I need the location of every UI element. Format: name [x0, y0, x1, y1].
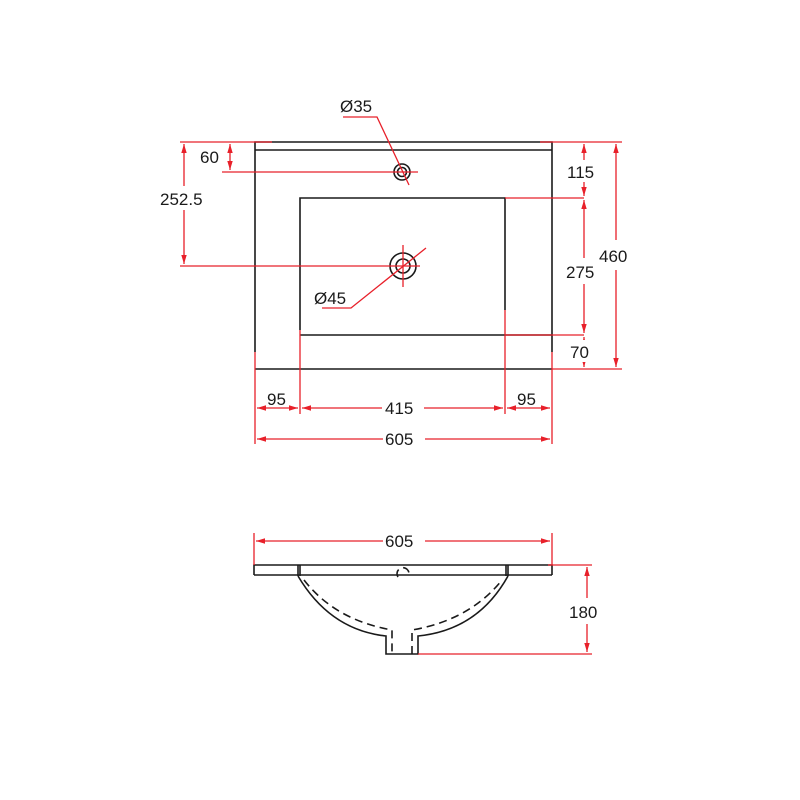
bowl-depth-label: 275 [566, 263, 594, 282]
drain-offset-label: 252.5 [160, 190, 203, 209]
overall-width-label: 605 [385, 430, 413, 449]
countertop-slab [253, 564, 553, 575]
front-margin-label: 70 [570, 343, 589, 362]
side-margin-left-label: 95 [267, 390, 286, 409]
side-width-label: 605 [385, 532, 413, 551]
tap-hole-diameter-label: Ø35 [340, 97, 372, 116]
bowl-width-label: 415 [385, 399, 413, 418]
bowl-inner-profile [303, 579, 503, 654]
side-height-label: 180 [569, 603, 597, 622]
top-view: Ø35 Ø45 60 252.5 115 275 70 460 95 [158, 97, 636, 449]
overflow-hole [396, 566, 410, 578]
side-margin-right-label: 95 [517, 390, 536, 409]
back-margin-label: 115 [567, 163, 594, 182]
drain-hole-diameter-label: Ø45 [314, 289, 346, 308]
tap-hole-leader [343, 116, 410, 186]
bowl-outline [299, 197, 506, 330]
bowl-profile [297, 575, 509, 655]
overall-depth-label: 460 [599, 247, 627, 266]
tap-hole-offset-label: 60 [200, 148, 219, 167]
drain-hole-leader [322, 247, 427, 309]
basin-outline [254, 141, 553, 352]
side-view: 605 180 [253, 529, 606, 655]
